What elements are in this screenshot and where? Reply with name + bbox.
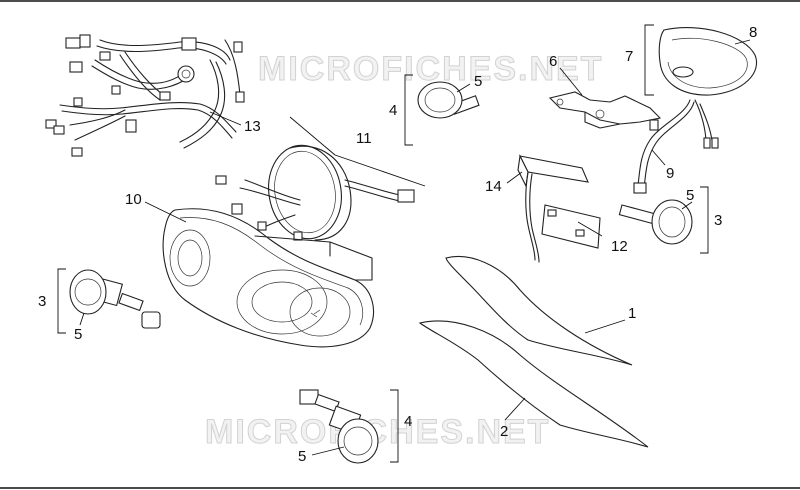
callout-10: 10 xyxy=(125,191,142,208)
bracket-4-bottom xyxy=(390,389,399,463)
callout-4-top: 4 xyxy=(389,102,397,119)
bracket-7 xyxy=(644,24,654,96)
license-plate-light xyxy=(517,154,589,263)
callout-1: 1 xyxy=(628,305,636,322)
callout-11: 11 xyxy=(356,130,372,147)
callout-3-left: 3 xyxy=(38,293,46,310)
callout-5-top: 5 xyxy=(474,73,482,90)
callout-14: 14 xyxy=(485,178,502,195)
turn-signal-rear-upper xyxy=(417,81,480,119)
turn-signal-rear-right xyxy=(618,199,693,245)
turn-signal-front-left xyxy=(69,269,161,329)
bracket-4-top xyxy=(404,74,413,146)
callout-5-left: 5 xyxy=(74,326,82,343)
callout-4-bottom: 4 xyxy=(404,413,412,430)
turn-signal-front-right xyxy=(299,389,379,464)
bracket xyxy=(548,91,662,131)
tail-light xyxy=(658,27,758,96)
callout-6: 6 xyxy=(549,53,557,70)
windscreen-trim-lower xyxy=(418,320,649,448)
callout-5-bottom: 5 xyxy=(298,448,306,465)
windscreen-trim-upper xyxy=(445,256,633,366)
callout-2: 2 xyxy=(500,423,508,440)
bracket-3-right xyxy=(700,186,709,254)
callout-5-right: 5 xyxy=(686,187,694,204)
leader-lines xyxy=(79,39,751,456)
callout-3-right: 3 xyxy=(714,212,722,229)
callout-13: 13 xyxy=(244,118,261,135)
headlight-shell xyxy=(215,144,415,241)
callout-labels: 1 2 3 3 4 4 5 5 5 5 6 7 8 9 10 11 12 13 … xyxy=(38,24,757,465)
license-plate-lens xyxy=(541,204,601,249)
callout-8: 8 xyxy=(749,24,757,41)
headlight-assembly xyxy=(162,208,374,348)
callout-9: 9 xyxy=(666,165,674,182)
bracket-3-left xyxy=(57,268,66,334)
callout-7: 7 xyxy=(625,48,633,65)
watermark-top: MICROFICHES.NET xyxy=(258,50,603,88)
callout-12: 12 xyxy=(611,238,628,255)
wiring-harness xyxy=(45,34,245,157)
rear-wiring xyxy=(633,99,719,194)
